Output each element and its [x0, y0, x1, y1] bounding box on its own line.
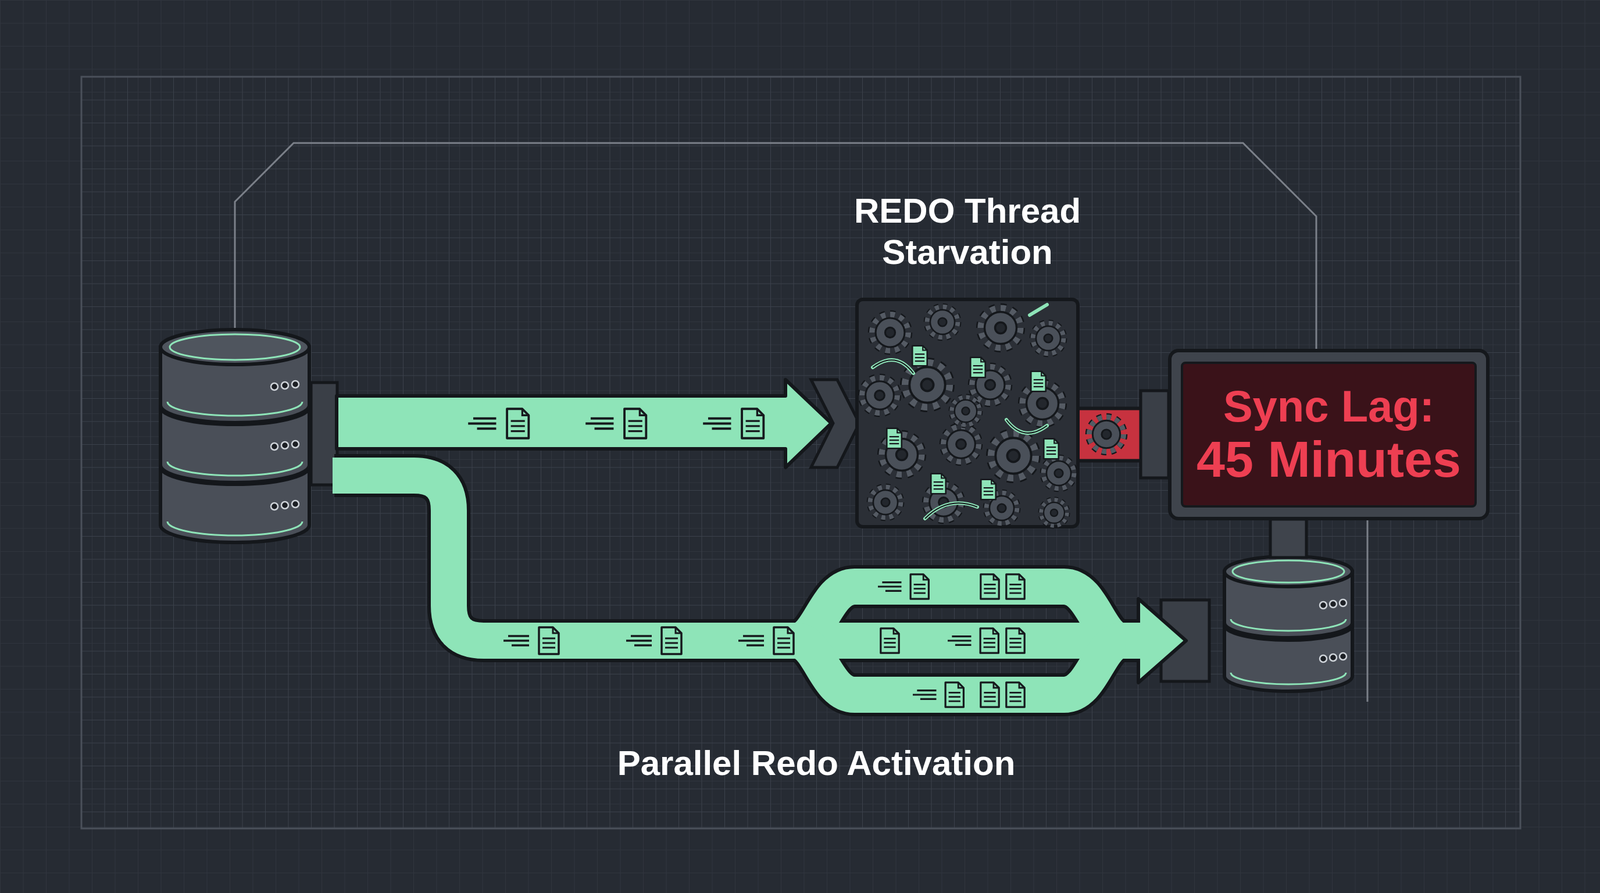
primary-database [160, 329, 338, 543]
parallel-redo-path [332, 475, 1187, 707]
inner-grid [81, 76, 1521, 829]
metric-value: 45 Minutes [1196, 430, 1462, 489]
path-label: Parallel Redo Activation [554, 742, 1078, 785]
replica-database [1161, 519, 1353, 692]
link-gear [1089, 390, 1169, 478]
bottleneck-cluster: REDO Thread Starvation [855, 297, 1080, 529]
node-heading: REDO Thread Starvation [830, 190, 1105, 274]
monitor-screen: Sync Lag:45 Minutes [1180, 361, 1477, 508]
metric-label: Sync Lag: [1223, 381, 1435, 431]
lag-monitor: Sync Lag:45 Minutes [1168, 348, 1490, 521]
